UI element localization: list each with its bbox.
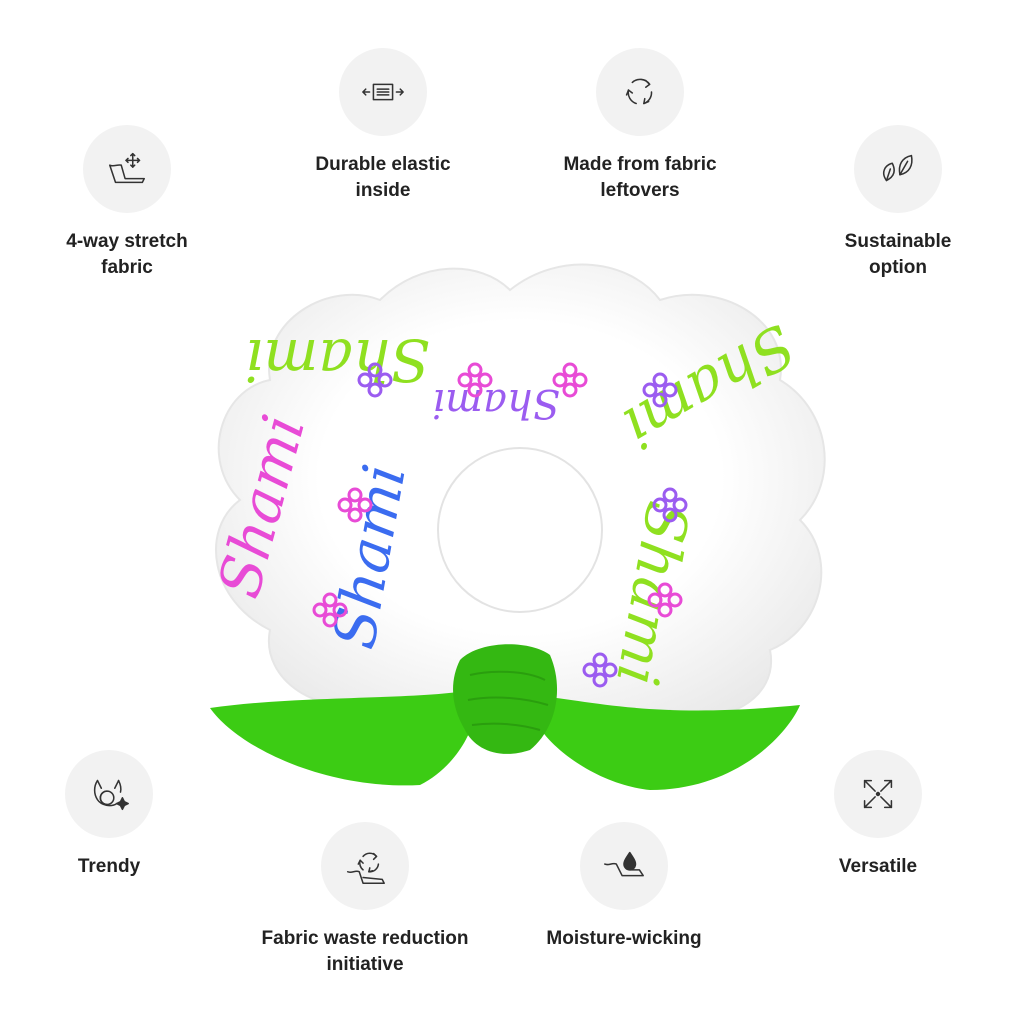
elastic-band-icon xyxy=(339,48,427,136)
scrunchie-image: Shami Shami Shami Shami Shami Shami xyxy=(205,263,826,790)
flower-pattern xyxy=(312,362,688,688)
feature-moisture-wicking: Moisture-wicking xyxy=(494,822,754,952)
bow-right-tail xyxy=(530,695,800,790)
feature-label: Made from fabric leftovers xyxy=(563,154,717,201)
four-way-stretch-icon xyxy=(83,125,171,213)
feature-versatile: Versatile xyxy=(748,750,1008,880)
bow-left-tail xyxy=(210,690,475,786)
feature-durable-elastic: Durable elastic inside xyxy=(253,48,513,204)
feature-sustainable: Sustainable option xyxy=(768,125,1024,281)
leaves-icon xyxy=(854,125,942,213)
recycle-arrows-icon xyxy=(596,48,684,136)
print-text: Shami xyxy=(245,326,430,394)
expand-arrows-icon xyxy=(834,750,922,838)
feature-label: Fabric waste reduction initiative xyxy=(261,928,469,975)
cat-sparkle-icon xyxy=(65,750,153,838)
feature-four-way-stretch: 4-way stretch fabric xyxy=(0,125,257,281)
feature-label: Trendy xyxy=(77,856,141,877)
feature-trendy: Trendy xyxy=(0,750,239,880)
scrunchie-hole xyxy=(437,447,603,613)
feature-fabric-waste: Fabric waste reduction initiative xyxy=(235,822,495,978)
bow-knot xyxy=(453,644,558,754)
feature-fabric-leftovers: Made from fabric leftovers xyxy=(510,48,770,204)
water-drop-fabric-icon xyxy=(580,822,668,910)
print-text: Shami xyxy=(432,380,560,426)
feature-label: 4-way stretch fabric xyxy=(66,231,188,278)
feature-label: Durable elastic inside xyxy=(315,154,451,201)
feature-label: Versatile xyxy=(838,856,918,877)
feature-label: Sustainable option xyxy=(844,231,952,278)
feature-label: Moisture-wicking xyxy=(546,928,702,949)
fabric-recycle-icon xyxy=(321,822,409,910)
